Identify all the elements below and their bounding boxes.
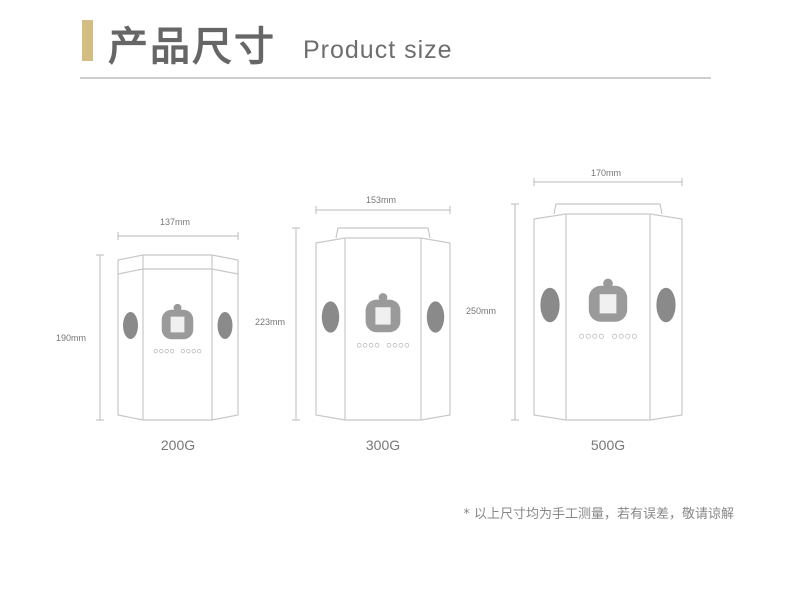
can-band: [117, 268, 239, 275]
width-label-500g: 170mm: [591, 168, 622, 178]
logo-caption-dot: [368, 342, 374, 348]
side-emblem-left: [540, 287, 560, 323]
weight-label-300g: 300G: [365, 437, 401, 453]
logo-caption-dot: [153, 349, 158, 354]
logo-caption-dot: [356, 342, 362, 348]
can-lid-300g: [335, 227, 431, 239]
logo-caption-dot: [186, 349, 191, 354]
logo-caption-dot: [170, 349, 175, 354]
logo-caption-dot: [164, 349, 169, 354]
logo-caption-dot: [191, 349, 196, 354]
logo-caption-dot: [598, 333, 604, 339]
width-label-300g: 153mm: [366, 195, 397, 205]
brand-logo-crown: [378, 293, 388, 302]
side-emblem-left: [321, 301, 340, 333]
logo-caption-dot: [197, 349, 202, 354]
weight-label-500g: 500G: [590, 437, 626, 453]
logo-caption-dot: [180, 349, 185, 354]
logo-caption-dot: [592, 333, 598, 339]
logo-caption-dot: [625, 333, 631, 339]
page-subtitle: Product size: [303, 36, 453, 64]
measurement-footnote: * 以上尺寸均为手工测量，若有误差，敬请谅解: [463, 507, 734, 522]
logo-caption-dot: [404, 342, 410, 348]
side-emblem-right: [217, 312, 233, 339]
brand-logo-text: [599, 294, 617, 314]
can-body-200g: [117, 254, 239, 421]
side-emblem-right: [426, 301, 445, 333]
logo-caption-dot: [374, 342, 380, 348]
can-body-300g: [315, 237, 451, 421]
logo-caption-dot: [392, 342, 398, 348]
width-label-200g: 137mm: [160, 217, 191, 227]
height-label-500g: 250mm: [466, 306, 497, 316]
logo-caption-dot: [585, 333, 591, 339]
accent-bar: [82, 20, 93, 61]
can-body-500g: [533, 213, 683, 421]
height-label-200g: 190mm: [56, 333, 87, 343]
page-title: 产品尺寸: [108, 24, 276, 70]
header-divider: [80, 77, 711, 79]
logo-caption-dot: [159, 349, 164, 354]
height-label-300g: 223mm: [255, 317, 286, 327]
side-emblem-left: [123, 312, 138, 339]
logo-caption-dot: [612, 333, 618, 339]
brand-logo-crown: [603, 278, 613, 289]
brand-logo-crown: [173, 303, 182, 312]
side-emblem-right: [656, 287, 676, 323]
weight-label-200g: 200G: [160, 437, 196, 453]
logo-caption-dot: [631, 333, 637, 339]
logo-caption-dot: [579, 333, 585, 339]
logo-caption-dot: [618, 333, 624, 339]
brand-logo-text: [170, 316, 185, 333]
logo-caption-dot: [362, 342, 368, 348]
logo-caption-dot: [398, 342, 404, 348]
logo-caption-dot: [386, 342, 392, 348]
brand-logo-text: [375, 307, 391, 325]
can-lid-500g: [553, 203, 663, 215]
